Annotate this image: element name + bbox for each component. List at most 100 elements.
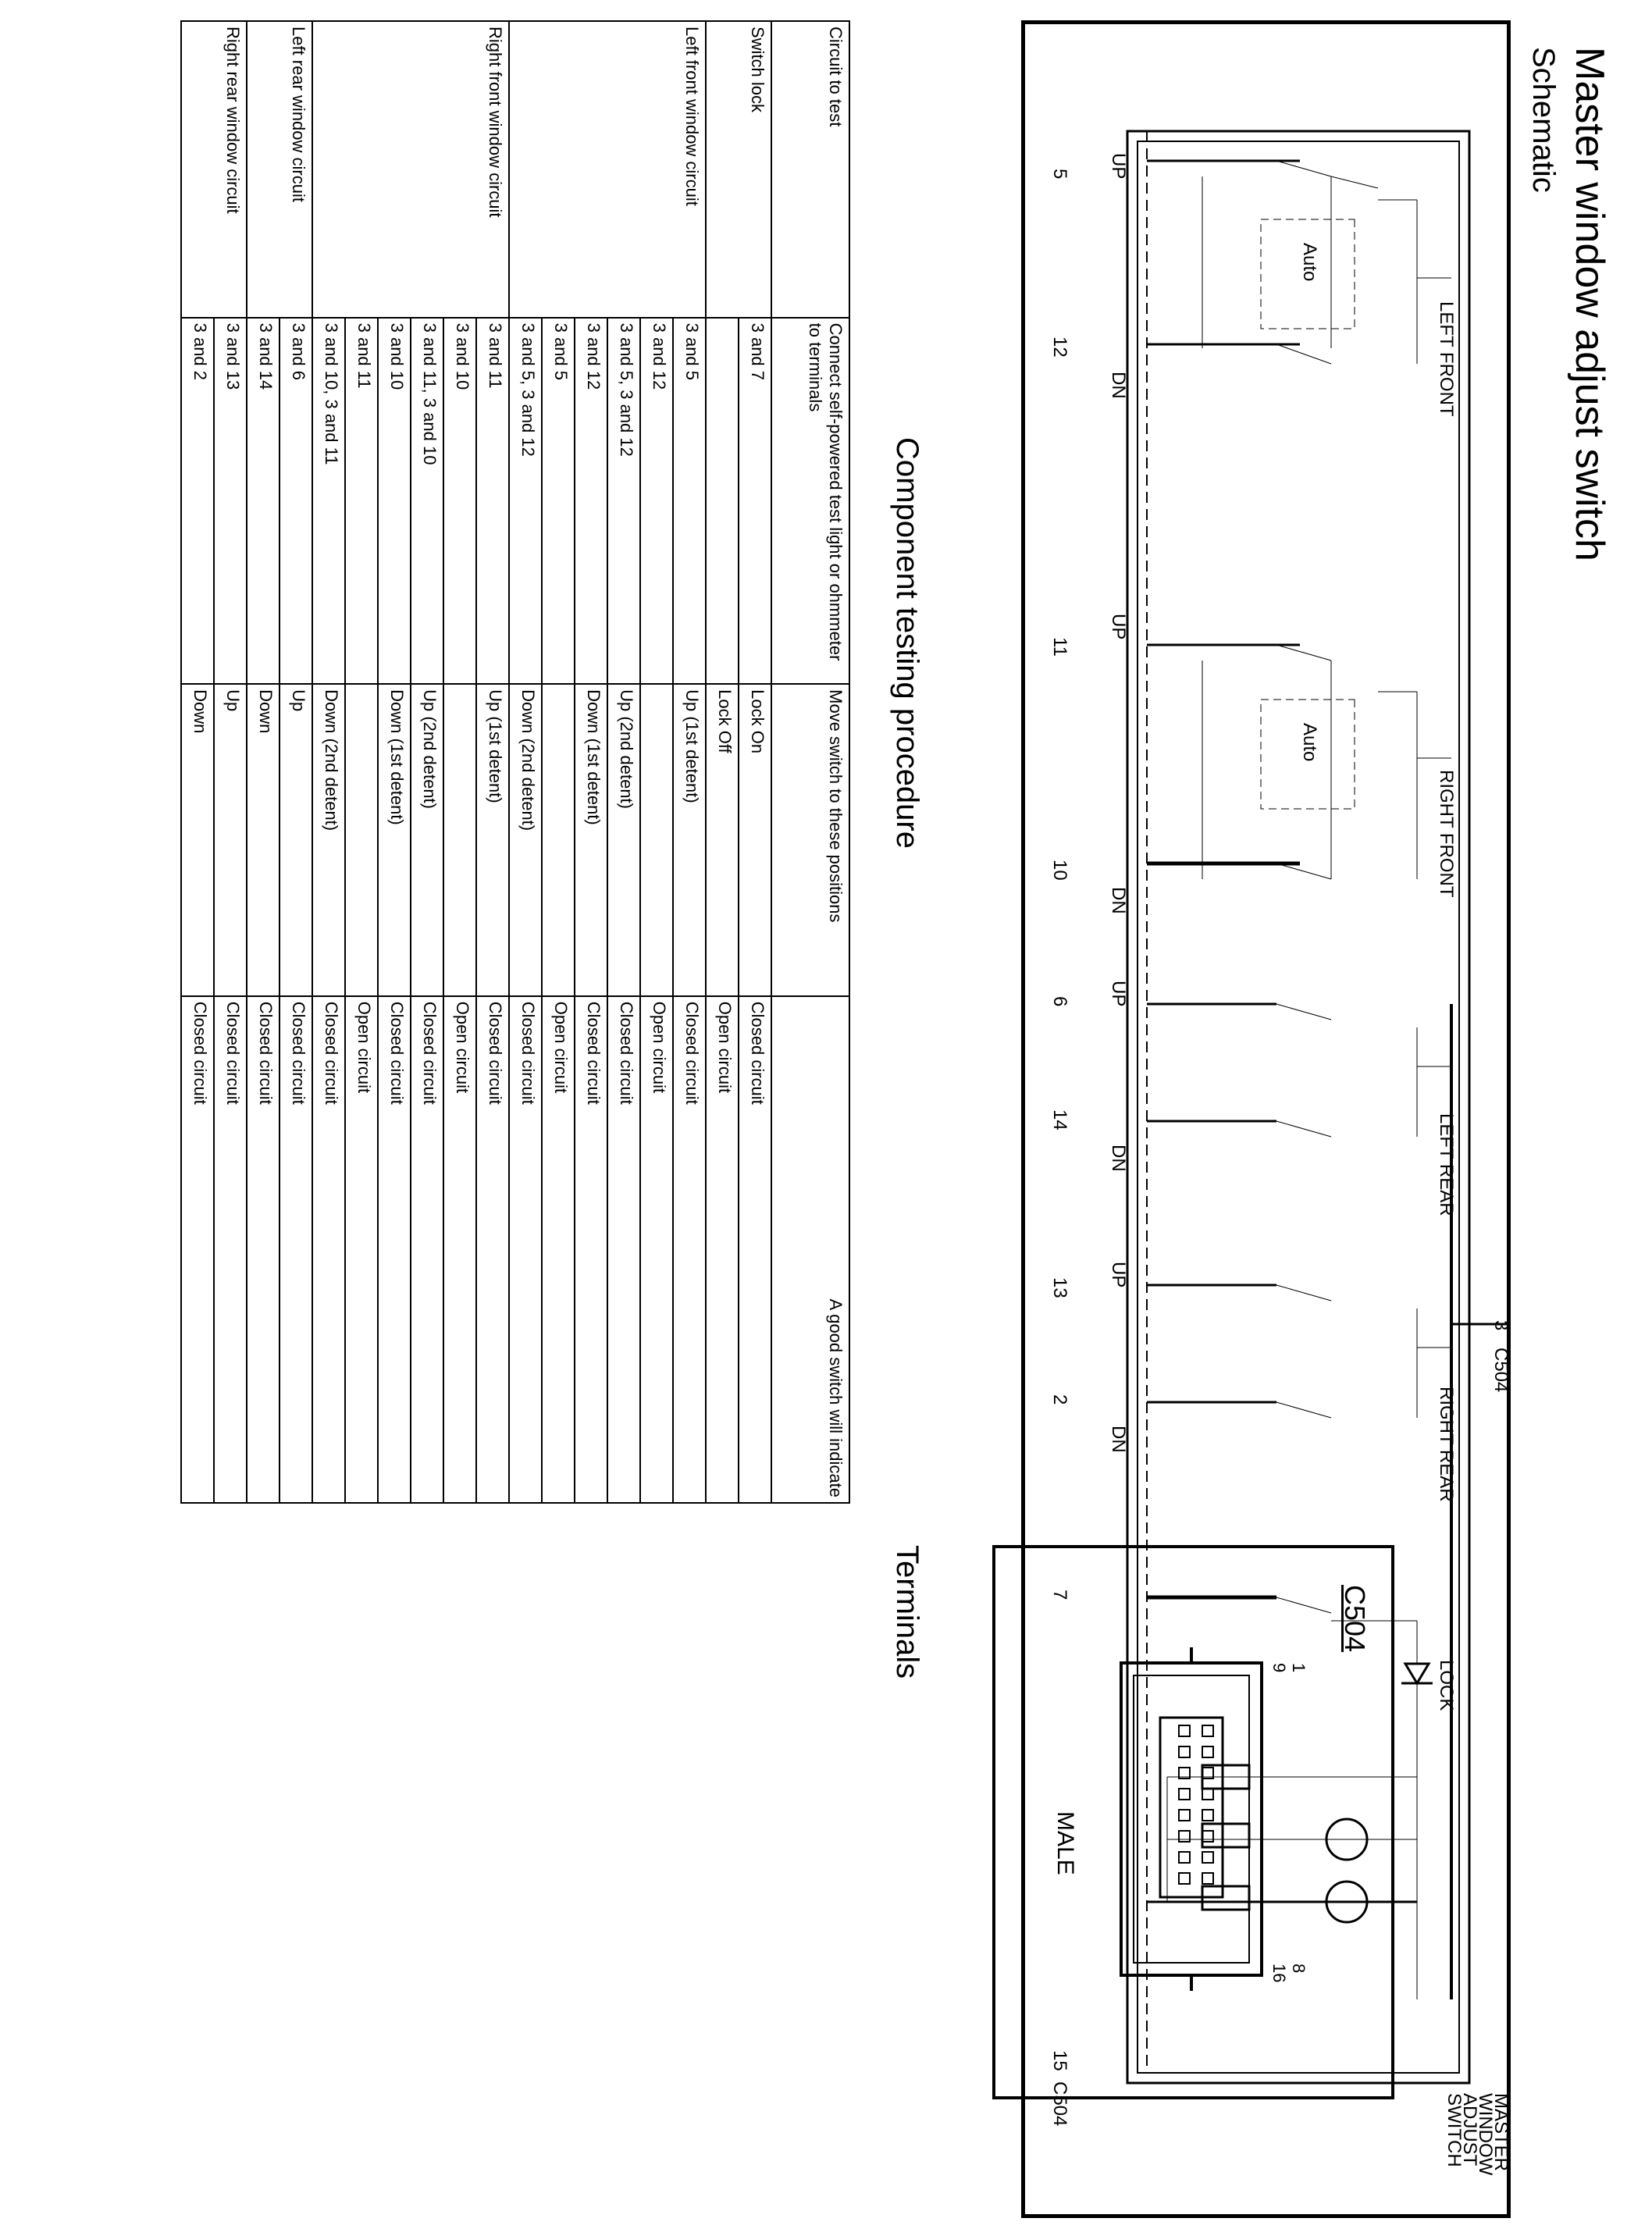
switch-caption-1: MASTER <box>1490 2093 1511 2171</box>
result-cell: Open circuit <box>443 995 476 1503</box>
circuit-cell: Right front window circuit <box>312 21 509 318</box>
position-cell: Down (2nd detent) <box>312 684 345 996</box>
result-cell: Closed circuit <box>607 995 640 1503</box>
schematic-heading: Schematic <box>1526 47 1561 193</box>
connector-pin <box>1202 1788 1214 1800</box>
connector-pin <box>1178 1851 1191 1864</box>
connector-pin <box>1202 1809 1214 1821</box>
result-cell: Closed circuit <box>214 995 247 1503</box>
position-cell: Up (2nd detent) <box>411 684 443 996</box>
result-cell: Open circuit <box>542 995 575 1503</box>
procedure-heading: Component testing procedure <box>890 437 924 849</box>
terminals-cell: 3 and 14 <box>247 317 279 685</box>
position-cell: Up <box>279 684 312 996</box>
result-cell: Closed circuit <box>411 995 443 1503</box>
auto-label-left-front: Auto <box>1299 243 1320 281</box>
up-label-left-rear: UP <box>1108 981 1129 1006</box>
up-label-left-front: UP <box>1108 153 1129 179</box>
schematic-diagram: 5 12 11 10 6 14 13 2 7 15 3 C504 C504 LE… <box>1049 130 1511 2176</box>
connector-pin <box>1202 1767 1214 1779</box>
result-cell: Closed circuit <box>378 995 411 1503</box>
position-cell: Up (2nd detent) <box>607 684 640 996</box>
position-cell: Lock On <box>739 684 771 996</box>
position-cell: Down <box>247 684 279 996</box>
position-cell <box>640 684 673 996</box>
terminal-label-12: 12 <box>1049 336 1070 358</box>
terminals-cell: 3 and 11 <box>345 317 378 685</box>
result-cell: Open circuit <box>706 995 739 1503</box>
section-left-front: LEFT FRONT <box>1436 301 1457 417</box>
section-right-rear: RIGHT REAR <box>1436 1387 1457 1502</box>
terminals-cell: 3 and 12 <box>575 317 607 685</box>
circuit-cell: Switch lock <box>706 21 771 318</box>
table-header-cell: Circuit to test <box>771 21 849 318</box>
connector-pin <box>1178 1725 1191 1737</box>
connector-label: C504 <box>1049 2081 1070 2126</box>
connector-pin <box>1178 1872 1191 1885</box>
table-header-cell: Connect self-powered test light or ohmme… <box>771 317 849 685</box>
terminals-cell: 3 and 5, 3 and 12 <box>607 317 640 685</box>
pin-label-1: 1 <box>1289 1663 1308 1673</box>
position-cell: Up (1st detent) <box>476 684 509 996</box>
terminal-label-10: 10 <box>1049 860 1070 881</box>
terminal-label-5: 5 <box>1049 169 1070 179</box>
position-cell: Down (2nd detent) <box>509 684 542 996</box>
connector-drawing <box>1120 1647 1263 1991</box>
result-cell: Open circuit <box>640 995 673 1503</box>
switch-caption-2: WINDOW <box>1475 2093 1496 2176</box>
circuit-cell: Left front window circuit <box>509 21 706 318</box>
terminals-cell: 3 and 5 <box>542 317 575 685</box>
switch-caption-4: SWITCH <box>1444 2093 1465 2167</box>
terminal-label-6: 6 <box>1049 996 1070 1006</box>
terminals-connector-label: C504 <box>1339 1585 1371 1653</box>
circuit-cell: Left rear window circuit <box>247 21 312 318</box>
result-cell: Closed circuit <box>279 995 312 1503</box>
terminal-label-15: 15 <box>1049 2050 1070 2071</box>
connector-pin <box>1178 1767 1191 1779</box>
terminals-cell: 3 and 10 <box>443 317 476 685</box>
position-cell <box>542 684 575 996</box>
terminals-cell: 3 and 12 <box>640 317 673 685</box>
table-header-cell: Move switch to these positions <box>771 684 849 996</box>
connector-gender-label: MALE <box>1052 1811 1078 1875</box>
connector-pin <box>1202 1830 1214 1843</box>
result-cell: Open circuit <box>345 995 378 1503</box>
result-cell: Closed circuit <box>312 995 345 1503</box>
terminal-label-14: 14 <box>1049 1109 1070 1130</box>
page-title: Master window adjust switch <box>1567 47 1612 561</box>
pin-label-16: 16 <box>1269 1964 1289 1983</box>
circuit-cell: Right rear window circuit <box>181 21 247 318</box>
terminals-cell: 3 and 10 <box>378 317 411 685</box>
terminal-label-2: 2 <box>1049 1394 1070 1405</box>
terminals-cell: 3 and 13 <box>214 317 247 685</box>
result-cell: Closed circuit <box>476 995 509 1503</box>
position-cell: Down <box>181 684 214 996</box>
connector-pin <box>1178 1809 1191 1821</box>
terminals-cell: 3 and 7 <box>739 317 771 685</box>
connector-pin <box>1202 1851 1214 1864</box>
position-cell <box>443 684 476 996</box>
result-cell: Closed circuit <box>575 995 607 1503</box>
terminals-cell: 3 and 5 <box>673 317 706 685</box>
dn-label-right-front: DN <box>1108 887 1129 914</box>
position-cell: Lock Off <box>706 684 739 996</box>
connector-pin <box>1202 1725 1214 1737</box>
result-cell: Closed circuit <box>509 995 542 1503</box>
bus-connector-label: C504 <box>1490 1348 1511 1392</box>
section-right-front: RIGHT FRONT <box>1436 770 1457 898</box>
switch-caption-3: ADJUST <box>1459 2093 1480 2167</box>
pin-label-9: 9 <box>1269 1663 1289 1673</box>
table-header-cell: A good switch will indicate <box>771 995 849 1503</box>
pin-label-8: 8 <box>1289 1964 1308 1974</box>
position-cell: Down (1st detent) <box>378 684 411 996</box>
dn-label-right-rear: DN <box>1108 1426 1129 1453</box>
result-cell: Closed circuit <box>247 995 279 1503</box>
terminals-cell: 3 and 11 <box>476 317 509 685</box>
